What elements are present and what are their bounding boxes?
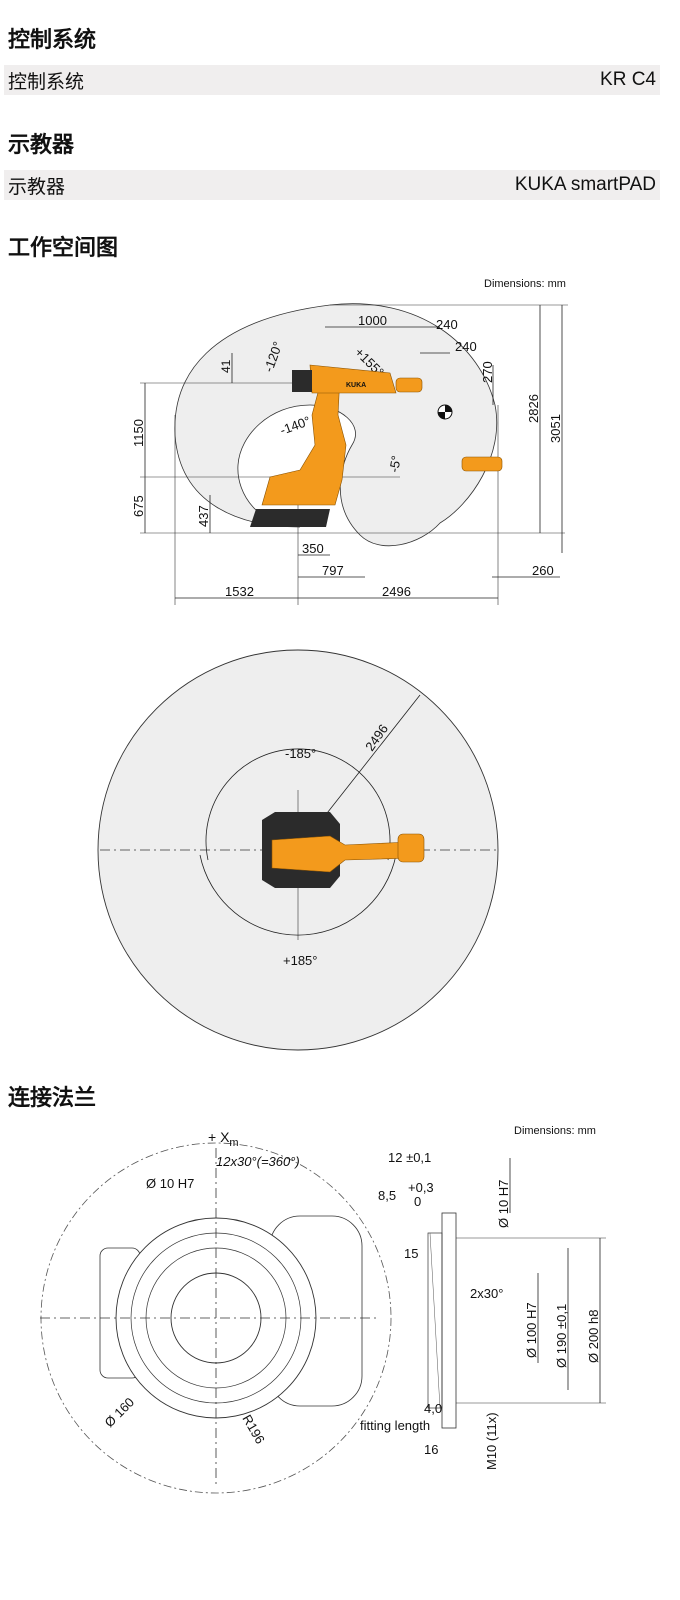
flange-xm-label: + Xm bbox=[208, 1129, 239, 1149]
flange-d85-label: 8,5 bbox=[378, 1188, 396, 1203]
top-workspace-inner-arc bbox=[205, 748, 391, 861]
flange-d16-label: 16 bbox=[424, 1442, 438, 1457]
dim-2496: 2496 bbox=[382, 584, 411, 599]
flange-section-hatch bbox=[429, 1232, 441, 1409]
flange-chamfer-label: 2x30° bbox=[470, 1286, 503, 1301]
flange-r196-label: R196 bbox=[239, 1412, 268, 1446]
top-robot-wrist bbox=[397, 833, 425, 863]
dim-675: 675 bbox=[131, 495, 146, 517]
dim-240b: 240 bbox=[455, 339, 477, 354]
flange-d10-label: Ø 10 H7 bbox=[146, 1176, 194, 1191]
dim-1532: 1532 bbox=[225, 584, 254, 599]
angle-minus140: -140° bbox=[278, 413, 312, 438]
dim-437: 437 bbox=[196, 505, 211, 527]
teach-pendant-row: 示教器 KUKA smartPAD bbox=[4, 170, 660, 200]
flange-fitting-label: fitting length bbox=[360, 1418, 430, 1433]
side-tcp-fill bbox=[438, 405, 452, 419]
flange-d15-label: 15 bbox=[404, 1246, 418, 1261]
flange-d200-label: Ø 200 h8 bbox=[586, 1310, 601, 1364]
dim-3051: 3051 bbox=[548, 414, 563, 443]
flange-units-label: Dimensions: mm bbox=[514, 1125, 596, 1137]
flange-m10-label: M10 (11x) bbox=[484, 1412, 499, 1470]
flange-title: 连接法兰 bbox=[8, 1086, 97, 1111]
dim-240a: 240 bbox=[436, 317, 458, 332]
side-robot-wrist bbox=[395, 377, 423, 393]
flange-d160-label: Ø 160 bbox=[102, 1394, 138, 1430]
control-system-value: KR C4 bbox=[600, 69, 656, 90]
dim-2826: 2826 bbox=[526, 394, 541, 423]
workspace-title: 工作空间图 bbox=[8, 236, 119, 261]
flange-diagram: + Xm 12x30°(=360°) Ø 10 H7 Ø 160 R196 Di… bbox=[40, 1125, 606, 1494]
flange-d10h7v-label: Ø 10 H7 bbox=[496, 1180, 511, 1228]
dim-260: 260 bbox=[532, 563, 554, 578]
side-robot-logo: KUKA bbox=[346, 382, 366, 389]
top-angle-pos: +185° bbox=[283, 953, 317, 968]
flange-d12-label: 12 ±0,1 bbox=[388, 1150, 431, 1165]
flange-d40-label: 4,0 bbox=[424, 1401, 442, 1416]
flange-d190-label: Ø 190 ±0,1 bbox=[554, 1304, 569, 1368]
side-workspace-envelope bbox=[174, 303, 498, 547]
flange-d100-label: Ø 100 H7 bbox=[524, 1302, 539, 1358]
control-system-title: 控制系统 bbox=[8, 28, 97, 53]
side-units-label: Dimensions: mm bbox=[484, 278, 566, 290]
dim-1150: 1150 bbox=[131, 419, 146, 447]
teach-pendant-value: KUKA smartPAD bbox=[514, 174, 656, 195]
angle-minus5: -5° bbox=[386, 454, 404, 473]
flange-tol0-label: 0 bbox=[414, 1194, 421, 1209]
flange-pattern-label: 12x30°(=360°) bbox=[216, 1154, 300, 1169]
control-system-row: 控制系统 KR C4 bbox=[4, 65, 660, 95]
top-view-diagram: 2496 -185° +185° bbox=[97, 649, 500, 1051]
side-robot-base bbox=[250, 509, 330, 527]
teach-pendant-label: 示教器 bbox=[8, 176, 66, 198]
dim-41: 41 bbox=[219, 359, 233, 373]
side-robot-wrist-reach bbox=[461, 456, 503, 472]
dim-350: 350 bbox=[302, 541, 324, 556]
dim-1000: 1000 bbox=[358, 313, 387, 328]
dim-797: 797 bbox=[322, 563, 344, 578]
flange-tol-label: +0,3 bbox=[408, 1180, 434, 1195]
teach-pendant-title: 示教器 bbox=[8, 133, 75, 158]
side-robot-motor bbox=[292, 370, 312, 392]
top-angle-neg: -185° bbox=[285, 746, 316, 761]
control-system-label: 控制系统 bbox=[8, 71, 85, 93]
side-view-diagram: Dimensions: mm 1000 240 240 270 2826 305… bbox=[131, 278, 568, 605]
flange-section-plate bbox=[441, 1212, 457, 1429]
dim-270: 270 bbox=[480, 361, 495, 383]
